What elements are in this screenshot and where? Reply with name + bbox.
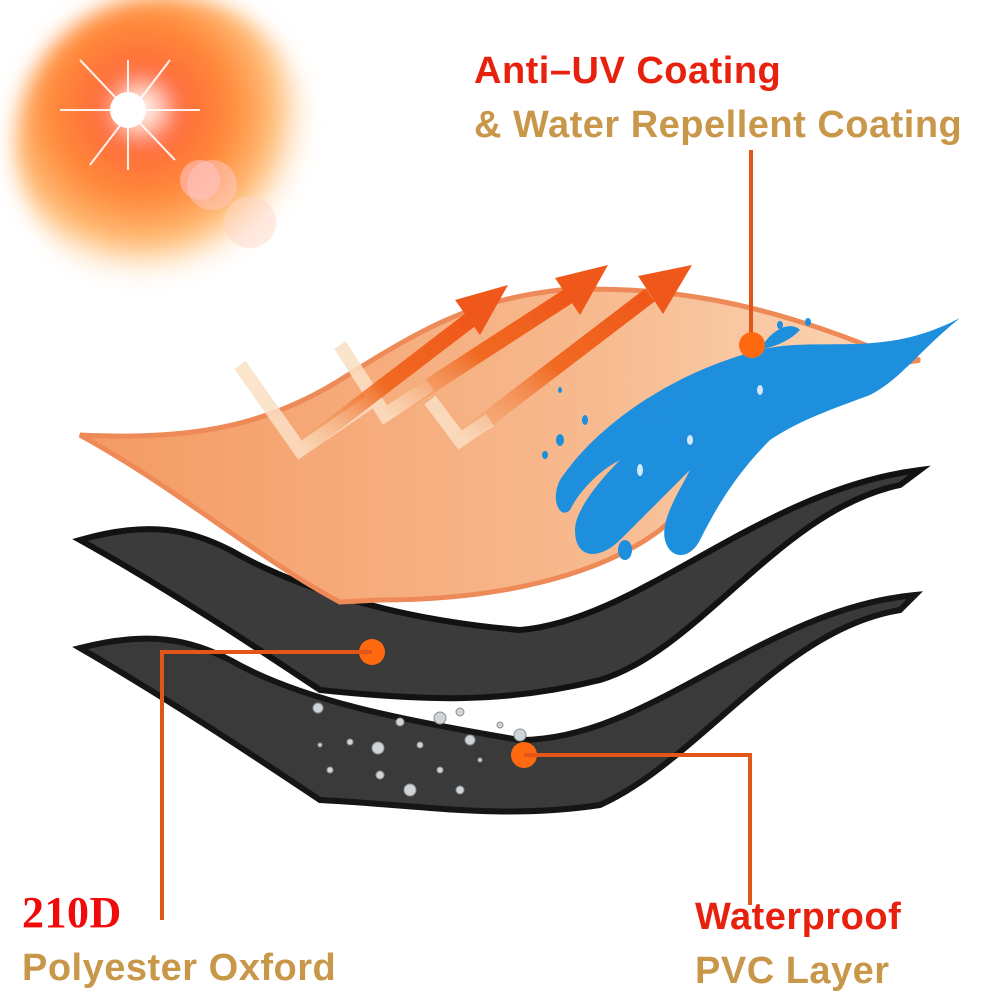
waterproof-title: Waterproof [695,896,902,938]
polyester-denier-code: 210D [22,888,122,937]
sun-glare-icon [15,0,315,295]
heat-reflection-arrows-icon [295,265,692,457]
callout-leader-left [160,639,385,920]
callout-leader-top [739,150,765,358]
pvc-layer-subtitle: PVC Layer [695,950,890,992]
polyester-oxford-subtitle: Polyester Oxford [22,947,337,989]
anti-uv-coating-title: Anti–UV Coating [474,50,782,92]
water-repellent-coating-subtitle: & Water Repellent Coating [474,104,963,146]
water-splash-icon [542,318,960,560]
pvc-layer [72,591,924,815]
callout-leader-right [511,742,752,905]
water-droplets-icon [312,702,527,797]
polyester-layer [72,465,931,702]
